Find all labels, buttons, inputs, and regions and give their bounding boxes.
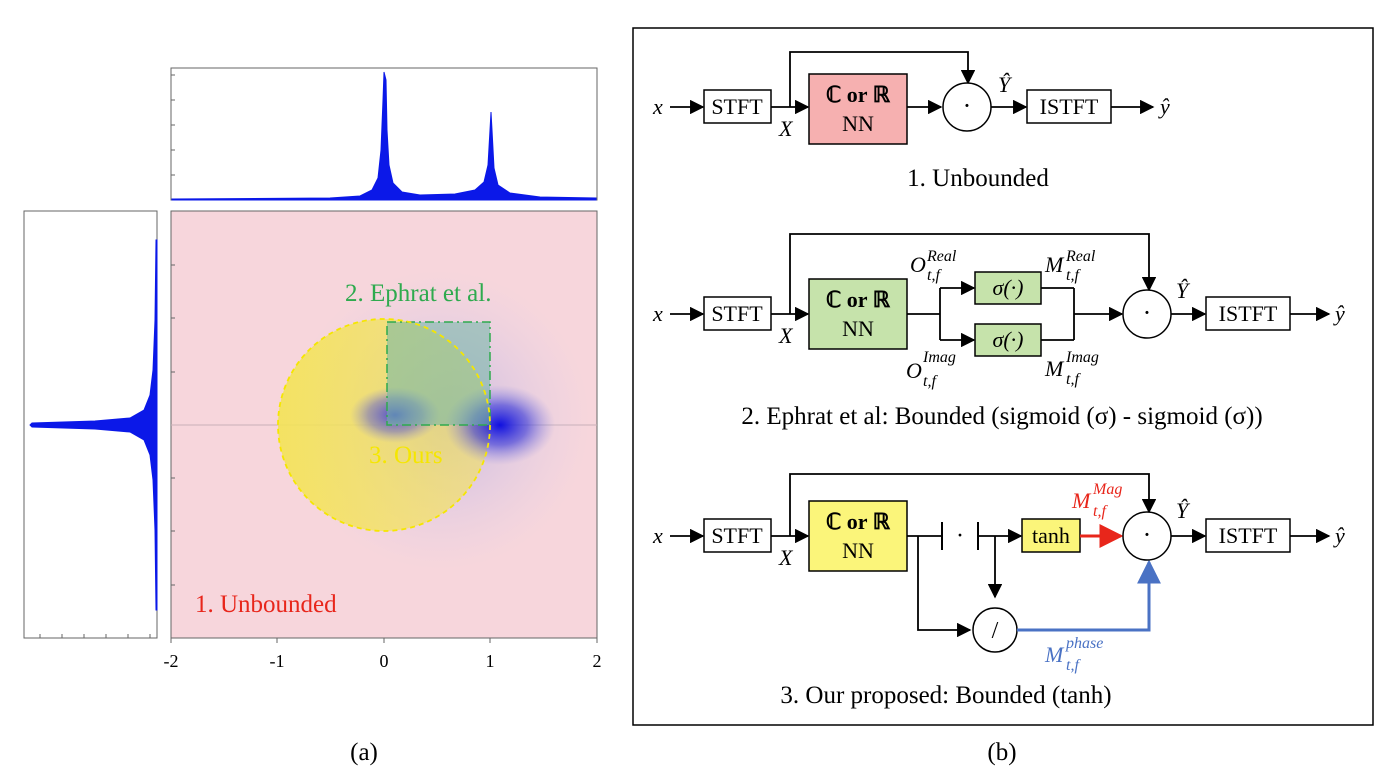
- svg-text:M: M: [1071, 488, 1092, 513]
- input-x: x: [652, 523, 663, 548]
- caption-a: (a): [350, 739, 378, 766]
- diagram3-title: 3. Our proposed: Bounded (tanh): [780, 682, 1111, 709]
- nn-box: [808, 500, 908, 572]
- svg-text:Imag: Imag: [922, 349, 956, 366]
- svg-text:Real: Real: [926, 248, 957, 265]
- multiply-symbol: ·: [1143, 520, 1152, 549]
- left-histogram: [23, 210, 158, 639]
- svg-text:Imag: Imag: [1065, 349, 1099, 366]
- svg-text:t,f: t,f: [1066, 371, 1081, 388]
- output-y: ŷ: [1333, 523, 1345, 548]
- diagram-ephrat: x STFT X ℂ or ℝ NN O Real t,f O Imag: [652, 233, 1345, 430]
- caption-b: (b): [987, 739, 1016, 766]
- x-tick-label: -1: [270, 651, 285, 671]
- diagram1-title: 1. Unbounded: [907, 165, 1049, 192]
- m-mag-label: M Mag t,f: [1071, 481, 1122, 520]
- svg-text:M: M: [1044, 356, 1065, 381]
- x-tick-label: -2: [164, 651, 179, 671]
- label-unbounded: 1. Unbounded: [195, 591, 337, 618]
- stft-output-label: X: [778, 116, 794, 141]
- svg-text:Real: Real: [1065, 248, 1096, 265]
- m-real-label: M Real t,f: [1044, 248, 1096, 284]
- x-tick-label: 0: [380, 651, 389, 671]
- istft-box: [1205, 518, 1291, 553]
- input-x: x: [652, 94, 663, 119]
- stft-output-label: X: [778, 323, 794, 348]
- input-x: x: [652, 301, 663, 326]
- abs-dot: ·: [956, 523, 964, 549]
- svg-text:Mag: Mag: [1092, 481, 1122, 498]
- panel-a: 2. Ephrat et al. 3. Ours 1. Unbounded -2…: [23, 67, 602, 766]
- istft-label: ISTFT: [1219, 523, 1278, 548]
- nn-box: [808, 278, 908, 350]
- top-histogram-curve: [171, 71, 597, 201]
- diagram-ours: x STFT X ℂ or ℝ NN · tanh M Mag t,f: [652, 473, 1345, 709]
- label-ephrat: 2. Ephrat et al.: [345, 280, 491, 307]
- sigma-label: σ(·): [992, 327, 1023, 352]
- top-histogram: [170, 67, 598, 201]
- istft-label: ISTFT: [1219, 301, 1278, 326]
- left-histogram-curve: [29, 239, 158, 611]
- x-tick-label: 2: [593, 651, 602, 671]
- ephrat-region: [387, 322, 490, 425]
- tanh-box: [1021, 518, 1081, 553]
- nn-label-line2: NN: [842, 316, 874, 341]
- label-ours: 3. Ours: [369, 442, 443, 469]
- istft-label: ISTFT: [1040, 94, 1099, 119]
- yhat-cap-label: Ŷ: [1176, 498, 1191, 523]
- nn-label-line1: ℂ or ℝ: [826, 509, 891, 534]
- m-imag-label: M Imag t,f: [1044, 349, 1099, 388]
- o-imag-label: O Imag t,f: [906, 349, 956, 390]
- stft-label: STFT: [711, 301, 763, 326]
- divide-symbol: /: [992, 618, 999, 644]
- x-tick-labels: -2 -1 0 1 2: [164, 651, 602, 671]
- panel-b: x STFT X ℂ or ℝ NN · Ŷ ISTFT ŷ 1. Unboun…: [632, 27, 1374, 766]
- stft-box: [703, 89, 772, 124]
- stft-label: STFT: [711, 94, 763, 119]
- output-y: ŷ: [1333, 301, 1345, 326]
- svg-text:t,f: t,f: [1093, 503, 1108, 520]
- yhat-cap-label: Ŷ: [1176, 278, 1191, 303]
- nn-box: [808, 73, 908, 145]
- main-plot: 2. Ephrat et al. 3. Ours 1. Unbounded: [170, 210, 598, 643]
- stft-output-label: X: [778, 545, 794, 570]
- svg-text:t,f: t,f: [923, 373, 938, 390]
- diagram2-title: 2. Ephrat et al: Bounded (sigmoid (σ) - …: [741, 403, 1262, 430]
- svg-text:t,f: t,f: [1066, 657, 1081, 674]
- stft-label: STFT: [711, 523, 763, 548]
- nn-label-line1: ℂ or ℝ: [826, 287, 891, 312]
- svg-text:t,f: t,f: [1066, 267, 1081, 284]
- m-phase-label: M phase t,f: [1044, 635, 1103, 674]
- yhat-cap-label: Ŷ: [998, 72, 1013, 97]
- svg-text:O: O: [906, 358, 922, 383]
- o-real-label: O Real t,f: [910, 248, 957, 284]
- nn-label-line2: NN: [842, 111, 874, 136]
- sigma-label: σ(·): [992, 275, 1023, 300]
- stft-box: [703, 296, 772, 331]
- nn-label-line2: NN: [842, 538, 874, 563]
- svg-text:t,f: t,f: [927, 267, 942, 284]
- multiply-symbol: ·: [963, 91, 972, 120]
- svg-text:M: M: [1044, 252, 1065, 277]
- panel-b-frame: [632, 27, 1374, 726]
- diagram-unbounded: x STFT X ℂ or ℝ NN · Ŷ ISTFT ŷ 1. Unboun…: [652, 51, 1170, 192]
- svg-text:phase: phase: [1065, 635, 1103, 652]
- sigma-box-imag: [974, 323, 1042, 357]
- svg-text:O: O: [910, 252, 926, 277]
- multiply-symbol: ·: [1143, 298, 1152, 327]
- svg-text:M: M: [1044, 642, 1065, 667]
- istft-box: [1205, 296, 1291, 331]
- output-y: ŷ: [1158, 94, 1170, 119]
- x-tick-label: 1: [486, 651, 495, 671]
- tanh-label: tanh: [1032, 523, 1070, 548]
- nn-label-line1: ℂ or ℝ: [826, 82, 891, 107]
